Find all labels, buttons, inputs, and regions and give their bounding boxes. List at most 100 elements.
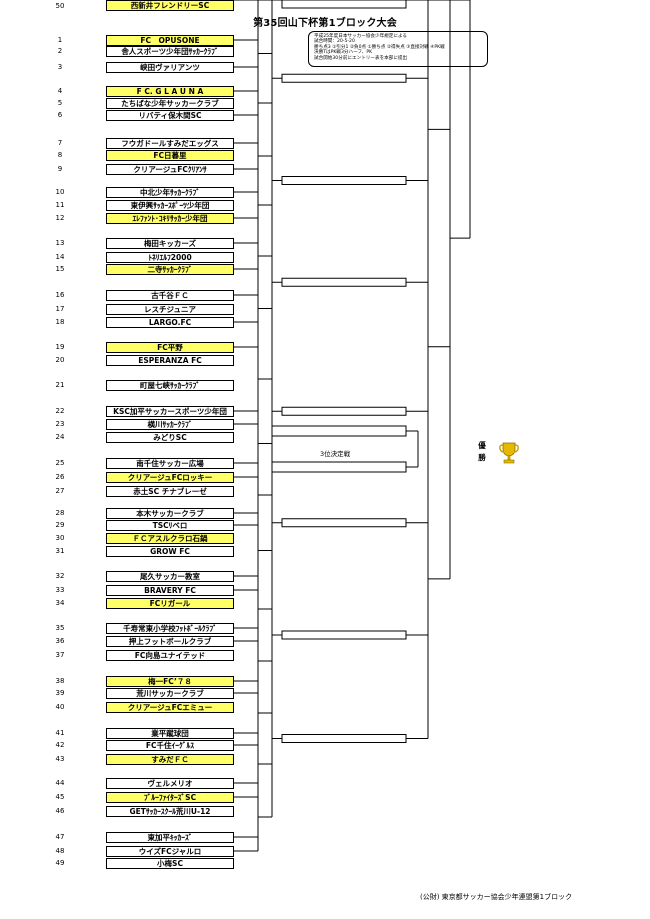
team-entry: FC平野 — [106, 342, 234, 353]
team-entry: 中北少年ｻｯｶｰｸﾗﾌﾞ — [106, 187, 234, 198]
team-entry: ＦＣアスルクラロ石鍋 — [106, 533, 234, 544]
team-number: 46 — [55, 807, 65, 815]
team-number: 5 — [57, 99, 63, 107]
team-number: 13 — [55, 239, 65, 247]
trophy-icon — [499, 442, 519, 464]
result-box — [281, 734, 407, 743]
team-entry: 東伊興ｻｯｶｰｽﾎﾟｰﾂ少年団 — [106, 200, 234, 211]
team-entry: BRAVERY FC — [106, 585, 234, 596]
team-entry: 梅田キッカーズ — [106, 238, 234, 249]
team-entry: レスチジュニア — [106, 304, 234, 315]
team-entry: FCリガール — [106, 598, 234, 609]
team-number: 9 — [57, 165, 63, 173]
team-entry: ウイズFCジャルロ — [106, 846, 234, 857]
team-number: 18 — [55, 318, 65, 326]
team-entry: ヴェルメリオ — [106, 778, 234, 789]
team-number: 32 — [55, 572, 65, 580]
team-number: 48 — [55, 847, 65, 855]
team-number: 3 — [57, 63, 63, 71]
result-box — [281, 73, 407, 83]
team-number: 38 — [55, 677, 65, 685]
team-entry: クリアージュFCｸﾘｱﾝｻ — [106, 164, 234, 175]
team-number: 33 — [55, 586, 65, 594]
result-box — [281, 277, 407, 287]
team-entry: FC OPUSONE — [106, 35, 234, 46]
result-box — [271, 461, 407, 473]
team-number: 36 — [55, 637, 65, 645]
team-number: 24 — [55, 433, 65, 441]
team-number: 50 — [55, 2, 65, 10]
team-number: 44 — [55, 779, 65, 787]
team-number: 7 — [57, 139, 63, 147]
team-entry: GETｻｯｶｰｽｸｰﾙ荒川U-12 — [106, 806, 234, 817]
team-number: 16 — [55, 291, 65, 299]
team-number: 40 — [55, 703, 65, 711]
team-number: 35 — [55, 624, 65, 632]
team-number: 39 — [55, 689, 65, 697]
team-entry: 横川ｻｯｶｰｸﾗﾌﾞ — [106, 419, 234, 430]
team-number: 26 — [55, 473, 65, 481]
team-number: 8 — [57, 151, 63, 159]
team-entry: すみだＦＣ — [106, 754, 234, 765]
team-number: 14 — [55, 253, 65, 261]
rules-line: 試合開始30分前にエントリー表を本部に提出 — [314, 55, 408, 61]
team-number: 47 — [55, 833, 65, 841]
team-number: 1 — [57, 36, 63, 44]
team-number: 41 — [55, 729, 65, 737]
team-entry: クリアージュFCロッキー — [106, 472, 234, 483]
team-entry: 町屋七峡ｻｯｶｰｸﾗﾌﾞ — [106, 380, 234, 391]
winner-label: 優勝 — [478, 441, 486, 462]
result-box — [281, 176, 407, 185]
team-entry: ESPERANZA FC — [106, 355, 234, 366]
team-number: 43 — [55, 755, 65, 763]
team-entry: FC向島ユナイテッド — [106, 650, 234, 661]
team-entry: 本木サッカークラブ — [106, 508, 234, 519]
team-entry: フウガドールすみだエッグス — [106, 138, 234, 149]
result-box — [281, 406, 407, 416]
team-number: 34 — [55, 599, 65, 607]
team-number: 45 — [55, 793, 65, 801]
team-entry: KSC加平サッカースポーツ少年団 — [106, 406, 234, 417]
team-entry: 小梅SC — [106, 858, 234, 869]
team-entry: LARGO.FC — [106, 317, 234, 328]
result-box — [281, 0, 407, 9]
team-entry: ﾄﾈﾘｴﾙﾌ2000 — [106, 252, 234, 263]
team-entry: 古千谷ＦＣ — [106, 290, 234, 301]
team-number: 31 — [55, 547, 65, 555]
page-title: 第35回山下杯第1ブロック大会 — [253, 18, 397, 29]
team-entry: FC日暮里 — [106, 150, 234, 161]
team-number: 17 — [55, 305, 65, 313]
team-entry: たちばな少年サッカークラブ — [106, 98, 234, 109]
team-entry: F C. G L A U N A — [106, 86, 234, 97]
rules-line: 試合時間：20-5-20 — [314, 39, 355, 45]
result-box — [281, 518, 407, 528]
team-entry: 西新井フレンドリーSC — [106, 0, 234, 11]
team-entry: GROW FC — [106, 546, 234, 557]
team-entry: 舎人スポーツ少年団ｻｯｶｰｸﾗﾌﾞ — [106, 46, 234, 57]
rules-line: 平成25年度日本サッカー協会少年規定による — [314, 34, 407, 39]
team-entry: 業平蹴球団 — [106, 728, 234, 739]
team-number: 37 — [55, 651, 65, 659]
team-number: 4 — [57, 87, 63, 95]
team-number: 20 — [55, 356, 65, 364]
team-number: 2 — [57, 47, 63, 55]
team-number: 11 — [55, 201, 65, 209]
result-box — [281, 630, 407, 640]
team-number: 42 — [55, 741, 65, 749]
team-number: 10 — [55, 188, 65, 196]
team-number: 21 — [55, 381, 65, 389]
team-entry: 赤土SC チナブレーゼ — [106, 486, 234, 497]
team-entry: 押上フットボールクラブ — [106, 636, 234, 647]
team-number: 23 — [55, 420, 65, 428]
team-entry: 千寿常東小学校ﾌｯﾄﾎﾞｰﾙｸﾗﾌﾞ — [106, 623, 234, 634]
team-entry: 荒川サッカークラブ — [106, 688, 234, 699]
team-number: 49 — [55, 859, 65, 867]
team-number: 28 — [55, 509, 65, 517]
team-entry: クリアージュFCエミュー — [106, 702, 234, 713]
team-number: 12 — [55, 214, 65, 222]
team-entry: 二寺ｻｯｶｰｸﾗﾌﾞ — [106, 264, 234, 275]
team-number: 29 — [55, 521, 65, 529]
rules-box: 平成25年度日本サッカー協会少年規定による 試合時間：20-5-20 勝ち点3 … — [308, 31, 488, 67]
team-entry: みどりSC — [106, 432, 234, 443]
footer-credit: (公財) 東京都サッカー協会少年連盟第1ブロック — [420, 893, 573, 901]
